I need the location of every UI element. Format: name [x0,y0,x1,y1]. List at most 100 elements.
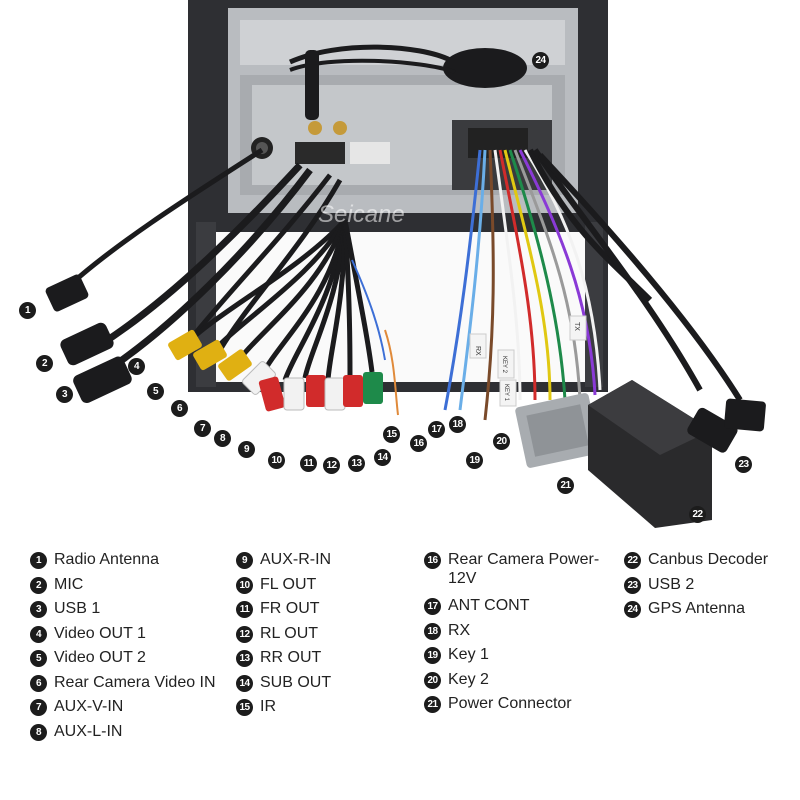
legend-number: 1 [30,552,47,569]
legend-label: ANT CONT [448,597,530,614]
callout-21: 21 [557,477,574,494]
legend-number: 7 [30,699,47,716]
tag-tx: TX [573,322,580,331]
callout-13: 13 [348,455,365,472]
callout-20: 20 [493,433,510,450]
legend-item: 14 SUB OUT [236,673,331,698]
brand-watermark: Seicane [318,201,405,228]
legend-item: 2 MIC [30,575,216,600]
legend-number: 21 [424,696,441,713]
legend-label: Rear Camera Power-12V [448,551,600,587]
tag-key1: KEY 1 [503,384,509,402]
legend-number: 20 [424,671,441,689]
canbus-decoder-box [588,380,712,528]
legend-number: 15 [236,699,253,716]
legend-label: Video OUT 2 [54,649,146,666]
legend-label: RL OUT [260,624,319,642]
legend-item: 16 Rear Camera Power-12V [424,550,618,596]
rca-cables [183,218,375,381]
callout-9: 9 [238,441,255,458]
legend-label: MIC [54,575,84,593]
legend-number: 9 [236,552,253,569]
callout-16: 16 [410,435,427,452]
usb1-plug [73,356,132,404]
wiring-harness-illustration: RX KEY 2 KEY 1 TX Seicane [45,0,766,528]
legend-number: 12 [236,625,253,643]
legend-label: Rear Camera Video IN [54,673,216,691]
legend-number: 17 [424,598,441,615]
callout-15: 15 [383,426,400,443]
legend-item: 9 AUX-R-IN [236,550,331,575]
legend-label: FR OUT [260,600,320,617]
legend-number: 6 [30,674,47,692]
legend-item: 12 RL OUT [236,624,331,649]
legend-item: 17 ANT CONT [424,596,618,621]
legend-item: 11 FR OUT [236,599,331,624]
legend-item: 13 RR OUT [236,648,331,673]
legend-label: GPS Antenna [648,600,745,617]
legend-number: 13 [236,650,253,667]
gps-antenna-puck [443,48,527,88]
legend-label: RX [448,621,471,639]
legend-label: AUX-L-IN [54,722,123,740]
legend-number: 10 [236,576,253,594]
legend-label: SUB OUT [260,673,332,691]
radio-antenna-plug [45,274,89,312]
legend-number: 2 [30,576,47,594]
legend-item: 5 Video OUT 2 [30,648,216,673]
legend-number: 24 [624,601,641,618]
legend-number: 18 [424,622,441,640]
callout-10: 10 [268,452,285,469]
legend-label: RR OUT [260,649,322,666]
callout-22: 22 [689,506,706,523]
legend-number: 16 [424,552,441,569]
callout-12: 12 [323,457,340,474]
legend-item: 6 Rear Camera Video IN [30,673,216,698]
legend-label: AUX-R-IN [260,551,332,568]
legend-number: 4 [30,625,47,643]
legend-label: Power Connector [448,695,572,712]
callout-8: 8 [214,430,231,447]
usb2-plug-b [724,398,766,432]
legend-number: 11 [236,601,253,618]
callout-11: 11 [300,455,317,472]
callout-24: 24 [532,52,549,69]
callout-14: 14 [374,449,391,466]
callout-18: 18 [449,416,466,433]
legend-label: Video OUT 1 [54,624,146,642]
legend-label: Radio Antenna [54,551,159,568]
legend-label: USB 1 [54,600,101,617]
tag-key2: KEY 2 [501,356,507,374]
legend-item: 7 AUX-V-IN [30,697,216,722]
legend-item: 24 GPS Antenna [624,599,768,624]
legend-item: 15 IR [236,697,331,722]
legend-label: Canbus Decoder [648,551,769,568]
legend-label: Key 1 [448,646,489,663]
mic-plug [60,322,114,366]
power-connector [515,393,601,468]
legend-item: 21 Power Connector [424,694,618,719]
legend-item: 18 RX [424,621,618,646]
callout-17: 17 [428,421,445,438]
legend-label: IR [260,698,276,715]
legend-item: 19 Key 1 [424,645,618,670]
callout-7: 7 [194,420,211,437]
legend-number: 19 [424,647,441,664]
usb2-plug-a [687,407,738,453]
legend-label: USB 2 [648,575,695,593]
legend-number: 5 [30,650,47,667]
tag-rx: RX [474,346,481,356]
callout-23: 23 [735,456,752,473]
callout-3: 3 [56,386,73,403]
legend-number: 14 [236,674,253,692]
legend-number: 3 [30,601,47,618]
legend-label: AUX-V-IN [54,698,124,715]
